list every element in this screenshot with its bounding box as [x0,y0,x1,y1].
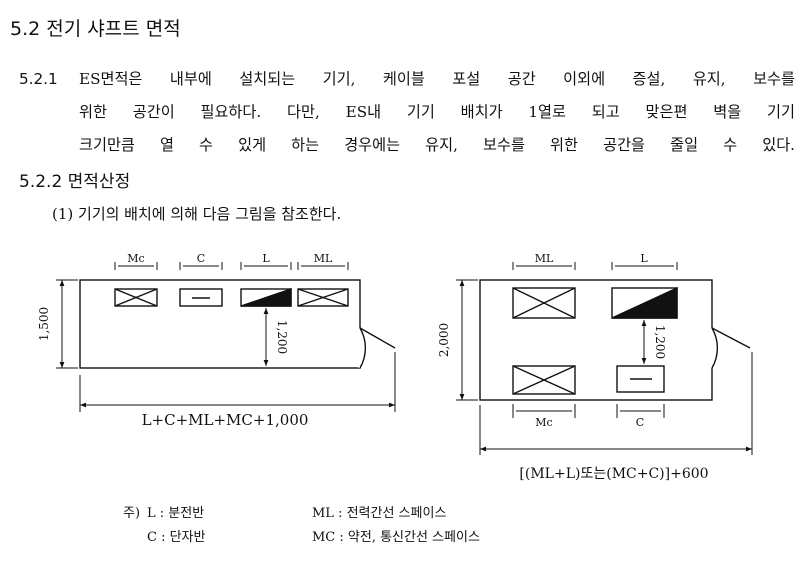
subsection-heading: 5.2.2 면적산정 [19,172,131,192]
clause-line-1: ES면적은 내부에 설치되는 기기, 케이블 포설 공간 이외에 증설, 유지,… [79,70,795,88]
right-label-ml: ML [535,252,554,265]
right-height-clear: 1,200 [653,325,667,359]
right-device-mc [512,365,576,395]
list-item: (1) 기기의 배치에 의해 다음 그림을 참조한다. [52,205,342,223]
left-height-clear: 1,200 [275,320,289,354]
right-width-formula: [(ML+L)또는(MC+C)]+600 [519,466,708,482]
left-label-mc: Mc [127,252,144,265]
right-door-swing [711,327,719,369]
left-room-outline [79,279,361,369]
left-device-l [240,288,292,307]
left-door-swing [359,327,367,369]
left-width-formula: L+C+ML+MC+1,000 [142,411,309,429]
right-label-l: L [640,252,648,265]
right-height-total: 2,000 [437,323,451,357]
clause-5-2-1: 5.2.1 ES면적은 내부에 설치되는 기기, 케이블 포설 공간 이외에 증… [19,63,795,162]
right-device-l [611,286,678,319]
right-label-c: C [636,416,644,429]
clause-line-2: 위한 공간이 필요하다. 다만, ES내 기기 배치가 1열로 되고 맞은편 벽… [79,103,795,121]
left-device-ml [297,288,349,307]
clause-number: 5.2.1 [19,70,58,88]
left-layout-diagram [56,262,396,412]
right-layout-diagram [456,262,753,455]
clause-line-3: 크기만큼 열 수 있게 하는 경우에는 유지, 보수를 위한 공간을 줄일 수 … [79,136,795,154]
left-height-total: 1,500 [37,307,51,341]
right-device-ml [512,287,576,319]
right-label-mc: Mc [535,416,552,429]
section-heading: 5.2 전기 샤프트 면적 [10,18,181,40]
left-device-mc [114,288,158,307]
left-door-leaf [359,327,396,349]
es-layout-figure: Mc C L ML 1,500 1,200 L+C+ML+MC+1,000 [37,252,753,482]
note-prefix: 주) [123,506,141,521]
note-mc-definition: MC : 약전, 통신간선 스페이스 [312,530,480,545]
right-door-leaf [711,327,751,349]
left-label-l: L [262,252,270,265]
left-label-c: C [197,252,205,265]
left-device-c [179,288,223,307]
left-label-ml: ML [314,252,333,265]
note-l-definition: L : 분전반 [147,506,205,521]
note-c-definition: C : 단자반 [147,530,206,545]
right-device-c [616,365,665,393]
note-ml-definition: ML : 전력간선 스페이스 [312,506,447,521]
